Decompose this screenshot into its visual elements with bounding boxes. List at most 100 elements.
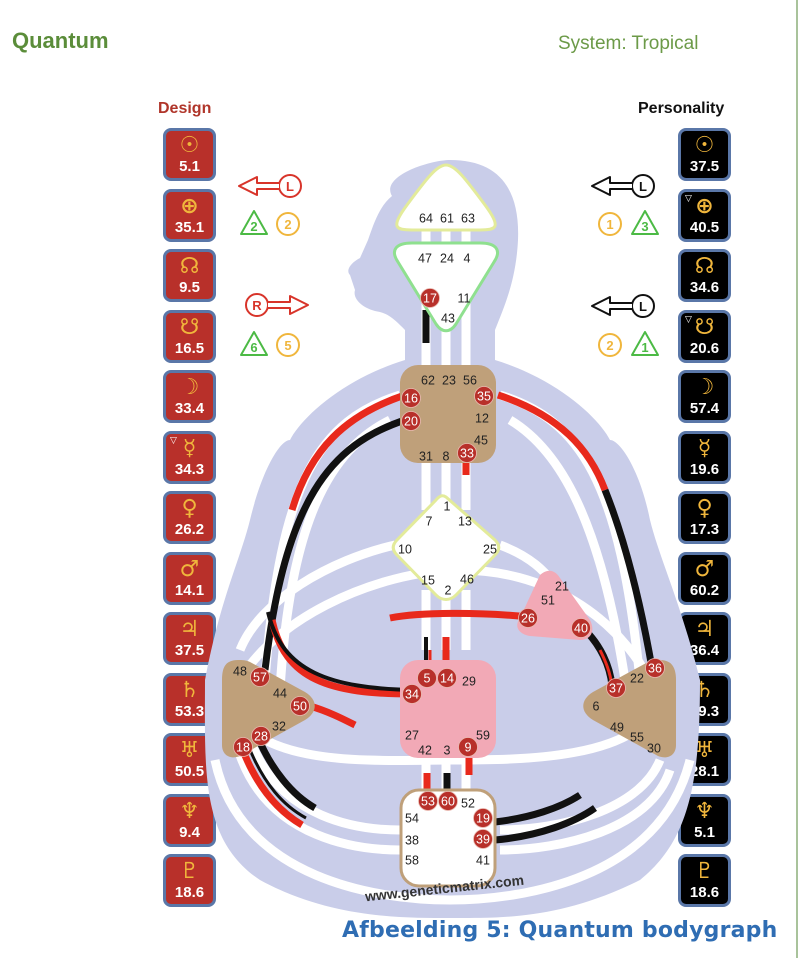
gate-line-value: 37.5 — [174, 642, 205, 659]
design-planet-mars: ♂14.1 — [163, 551, 216, 605]
pluto-icon: ♇ — [179, 859, 200, 884]
active-gate-dot — [401, 411, 421, 431]
gate-line-value: 18.6 — [174, 884, 205, 901]
gate-23: 23 — [442, 374, 456, 388]
active-gate-dot — [401, 388, 421, 408]
gate-28: 28 — [254, 730, 268, 744]
system-label: System: Tropical — [558, 33, 699, 54]
channel-28-38 — [254, 736, 317, 812]
gate-line-value: 60.2 — [689, 581, 720, 599]
channel-19-49 — [494, 792, 582, 826]
design-bottom-tone-value: 6 — [250, 340, 257, 355]
gate-35: 35 — [477, 390, 491, 404]
north-node-icon: ☊ — [179, 254, 200, 279]
gate-46: 46 — [460, 573, 474, 587]
uranus-icon: ♅ — [694, 738, 715, 763]
gate-62: 62 — [421, 374, 435, 388]
jupiter-icon: ♃ — [694, 617, 715, 642]
gate-42: 42 — [418, 744, 432, 758]
personality-top-tone-triangle-icon — [631, 210, 659, 235]
design-top-color-value: 2 — [284, 217, 291, 232]
active-gate-dot — [437, 668, 457, 688]
design-planet-venus: ♀26.2 — [163, 491, 216, 544]
gate-line-value: 16.5 — [174, 339, 205, 357]
design-top-tone-value: 2 — [250, 219, 257, 234]
personality-bottom-color-value: 2 — [606, 338, 613, 353]
south-node-icon: ☋ — [694, 314, 715, 340]
design-bottom-letter: R — [252, 298, 262, 313]
moon-icon: ☽ — [694, 375, 715, 400]
gate-line-value: 36.4 — [689, 642, 720, 659]
gate-57: 57 — [253, 671, 267, 685]
gate-1: 1 — [444, 500, 451, 514]
gate-52: 52 — [461, 797, 475, 811]
personality-bottom-arrow-left-icon — [591, 296, 632, 316]
gate-line-value: 57.4 — [689, 400, 720, 417]
personality-planet-north-node: ☊34.6 — [678, 249, 731, 302]
design-planet-jupiter: ♃37.5 — [163, 612, 216, 665]
gate-48: 48 — [233, 665, 247, 679]
gate-10: 10 — [398, 543, 412, 557]
personality-bottom-tone-value: 1 — [641, 340, 648, 355]
active-gate-dot — [645, 658, 665, 678]
gate-41: 41 — [476, 854, 490, 868]
mars-icon: ♂ — [694, 556, 715, 582]
design-planet-neptune: ♆9.4 — [163, 793, 216, 847]
design-bottom-color-circle-icon — [276, 333, 300, 357]
gate-47: 47 — [418, 252, 432, 266]
retrograde-marker-icon: ▽ — [170, 435, 177, 446]
neptune-icon: ♆ — [694, 798, 715, 824]
pluto-icon: ♇ — [694, 859, 715, 884]
gate-line-value: 20.6 — [689, 339, 720, 357]
north-node-icon: ☊ — [694, 254, 715, 279]
gate-6: 6 — [593, 700, 600, 714]
active-gate-dot — [571, 618, 591, 638]
active-gate-dot — [250, 667, 270, 687]
sun-icon: ☉ — [694, 133, 715, 158]
gate-59: 59 — [476, 729, 490, 743]
chart-title: Quantum — [12, 28, 109, 53]
gate-2: 2 — [445, 584, 452, 598]
design-top-arrow-left-icon — [238, 176, 279, 196]
channel-34-57-personality — [266, 611, 413, 692]
gate-line-value: 9.4 — [179, 823, 200, 841]
gate-30: 30 — [647, 742, 661, 756]
gate-51: 51 — [541, 594, 555, 608]
gate-18: 18 — [236, 741, 250, 755]
gate-58: 58 — [405, 854, 419, 868]
ajna-center — [393, 241, 499, 333]
active-gate-dot — [518, 608, 538, 628]
root-center — [399, 788, 497, 888]
gate-line-value: 50.5 — [174, 763, 205, 780]
channel-20-57-personality — [261, 416, 407, 671]
gate-40: 40 — [574, 622, 588, 636]
gate-7: 7 — [426, 515, 433, 529]
gate-line-value: 35.1 — [174, 218, 205, 236]
gate-34: 34 — [405, 688, 419, 702]
personality-planet-pluto: ♇18.6 — [678, 854, 731, 907]
gate-50: 50 — [293, 700, 307, 714]
design-top-color-circle-icon — [276, 212, 300, 236]
personality-bottom-letter: L — [639, 299, 647, 314]
gate-14: 14 — [440, 672, 454, 686]
gate-5: 5 — [424, 672, 431, 686]
design-planet-north-node: ☊9.5 — [163, 249, 216, 302]
active-gate-dot — [473, 808, 493, 828]
design-planet-sun: ☉5.1 — [163, 128, 216, 181]
active-gate-dot — [474, 386, 494, 406]
gate-56: 56 — [463, 374, 477, 388]
gate-line-value: 34.6 — [689, 279, 720, 296]
personality-planet-south-node: ▽☋20.6 — [678, 309, 731, 363]
gate-54: 54 — [405, 812, 419, 826]
gate-13: 13 — [458, 515, 472, 529]
gate-line-value: 33.4 — [174, 400, 205, 417]
gate-line-value: 18.6 — [689, 884, 720, 901]
head-center — [395, 163, 497, 232]
design-planet-south-node: ☋16.5 — [163, 309, 216, 363]
gate-line-value: 37.5 — [689, 158, 720, 175]
gate-36: 36 — [648, 662, 662, 676]
figure-caption: Afbeelding 5: Quantum bodygraph — [342, 918, 778, 943]
personality-planet-moon: ☽57.4 — [678, 370, 731, 423]
